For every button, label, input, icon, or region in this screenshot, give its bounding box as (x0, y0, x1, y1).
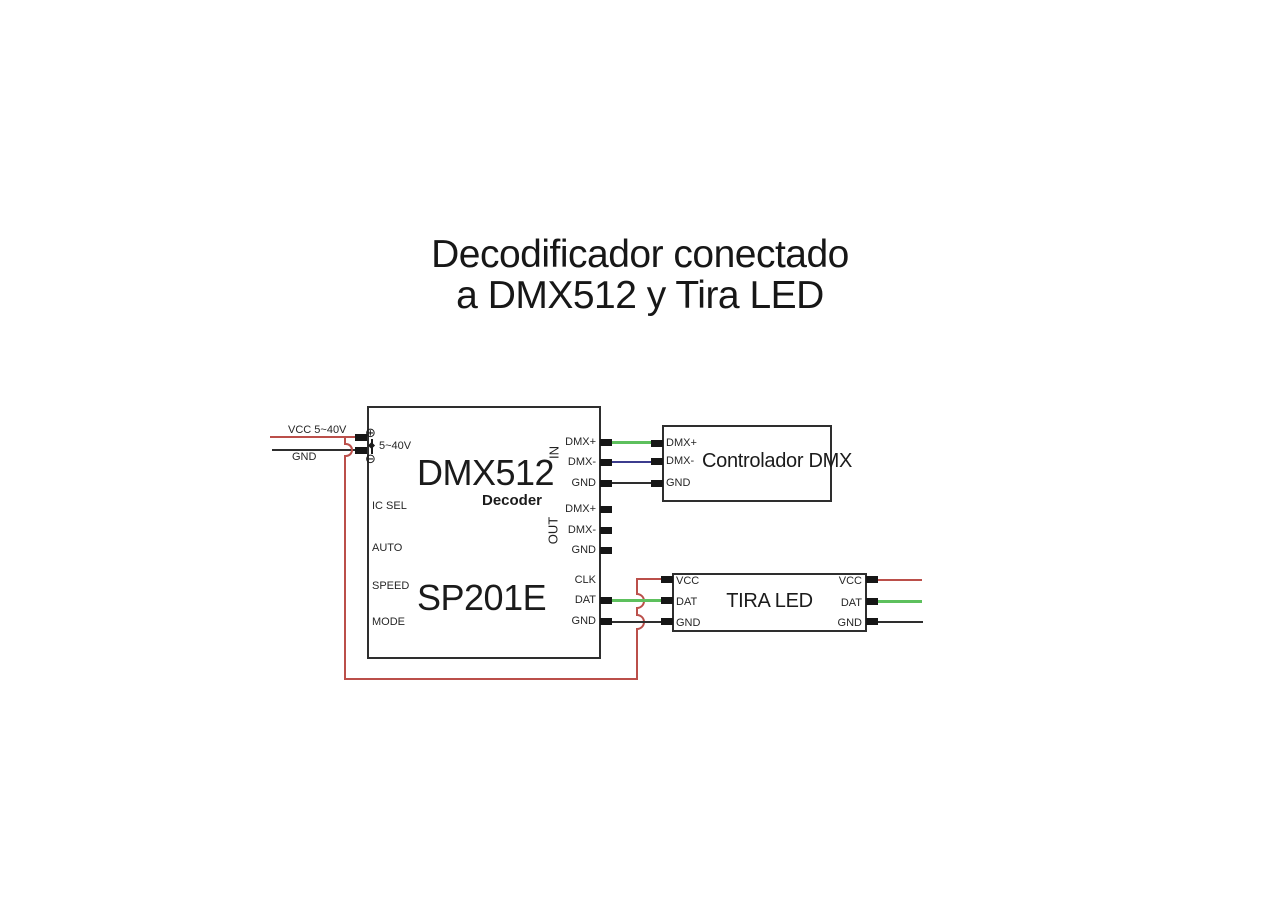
wire-strip-out-gnd (877, 621, 923, 623)
strip-left-gnd: GND (676, 617, 701, 629)
terminal-decoder-vcc (355, 434, 367, 441)
power-range-label: 5~40V (379, 440, 412, 452)
strip-right-gnd: GND (837, 617, 862, 629)
wire-vcc-rise-seg2 (636, 609, 638, 614)
terminal-in-dmx-plus (600, 439, 612, 446)
terminal-in-gnd (600, 480, 612, 487)
wire-dmx-plus (611, 441, 652, 444)
pin-out-gnd: GND (571, 544, 596, 556)
wire-dmx-gnd (611, 482, 652, 484)
strip-left-vcc: VCC (676, 575, 700, 587)
wire-vcc-to-strip (637, 578, 663, 580)
decoder-name: DMX512 (417, 452, 555, 493)
pin-speed: SPEED (372, 580, 410, 592)
polarity-diamond-icon (367, 441, 376, 450)
pin-auto: AUTO (372, 542, 403, 554)
pin-in-dmx-plus: DMX+ (565, 436, 596, 448)
terminal-in-dmx-minus (600, 459, 612, 466)
terminal-dat (600, 597, 612, 604)
ctrl-pin-dmx-plus: DMX+ (666, 437, 697, 449)
pin-in-dmx-minus: DMX- (567, 456, 596, 468)
terminal-ctrl-dmx-plus (651, 440, 663, 447)
pin-clk: CLK (574, 574, 596, 586)
power-plus-icon: ⊕ (365, 426, 376, 441)
terminal-strip-left-vcc (661, 576, 673, 583)
terminal-out-gnd (600, 547, 612, 554)
wire-gnd-strip (611, 621, 662, 623)
pin-dat: DAT (574, 594, 596, 606)
strip-left-dat: DAT (676, 596, 698, 608)
wire-dmx-minus (611, 461, 652, 463)
wire-vcc-branch-seg1 (344, 436, 346, 443)
ctrl-pin-dmx-minus: DMX- (666, 455, 695, 467)
decoder-box: ⊕ ⊖ 5~40V DMX512 Decoder SP201E IC SEL A… (365, 406, 601, 659)
pin-out-dmx-plus: DMX+ (565, 503, 596, 515)
title-line-2: a DMX512 y Tira LED (456, 274, 824, 317)
wire-jump-over-gnd-left (344, 443, 353, 457)
gnd-input-label: GND (292, 451, 317, 463)
terminal-ctrl-dmx-minus (651, 458, 663, 465)
wire-strip-out-vcc (877, 579, 922, 581)
terminal-ctrl-gnd (651, 480, 663, 487)
terminal-decoder-gnd-in (355, 447, 367, 454)
terminal-strip-right-gnd (866, 618, 878, 625)
ctrl-pin-gnd: GND (666, 477, 691, 489)
terminal-strip-right-vcc (866, 576, 878, 583)
wire-vcc-input (270, 436, 356, 438)
pin-gnd: GND (571, 615, 596, 627)
terminal-strip-left-gnd (661, 618, 673, 625)
pin-ic-sel: IC SEL (372, 500, 407, 512)
terminal-strip-right-dat (866, 598, 878, 605)
wire-vcc-rise-seg1 (636, 578, 638, 593)
pin-in-gnd: GND (571, 477, 596, 489)
diagram-title: Decodificador conectado a DMX512 y Tira … (0, 234, 1280, 316)
terminal-out-dmx-minus (600, 527, 612, 534)
in-group-label: IN (546, 446, 562, 459)
power-minus-icon: ⊖ (365, 452, 376, 467)
led-strip-name: TIRA LED (726, 590, 813, 612)
title-line-1: Decodificador conectado (431, 233, 849, 276)
wire-vcc-bottom (344, 678, 638, 680)
led-strip-box: VCC DAT GND TIRA LED VCC DAT GND (672, 573, 867, 632)
decoder-subtitle: Decoder (482, 492, 543, 509)
strip-right-dat: DAT (840, 597, 862, 609)
strip-right-vcc: VCC (838, 575, 862, 587)
terminal-out-dmx-plus (600, 506, 612, 513)
dmx-controller-name: Controlador DMX (702, 450, 853, 472)
terminal-strip-left-dat (661, 597, 673, 604)
wire-dat (611, 599, 662, 602)
decoder-model: SP201E (417, 577, 547, 618)
vcc-input-label: VCC 5~40V (288, 424, 347, 436)
wire-gnd-input (272, 449, 356, 451)
pin-out-dmx-minus: DMX- (567, 524, 596, 536)
wire-strip-out-dat (877, 600, 922, 603)
dmx-controller-box: DMX+ DMX- GND Controlador DMX (662, 425, 853, 502)
terminal-gnd (600, 618, 612, 625)
wire-vcc-branch-seg2 (344, 457, 346, 679)
out-group-label: OUT (545, 516, 561, 545)
wire-vcc-rise-seg3 (636, 630, 638, 680)
pin-mode: MODE (372, 616, 405, 628)
